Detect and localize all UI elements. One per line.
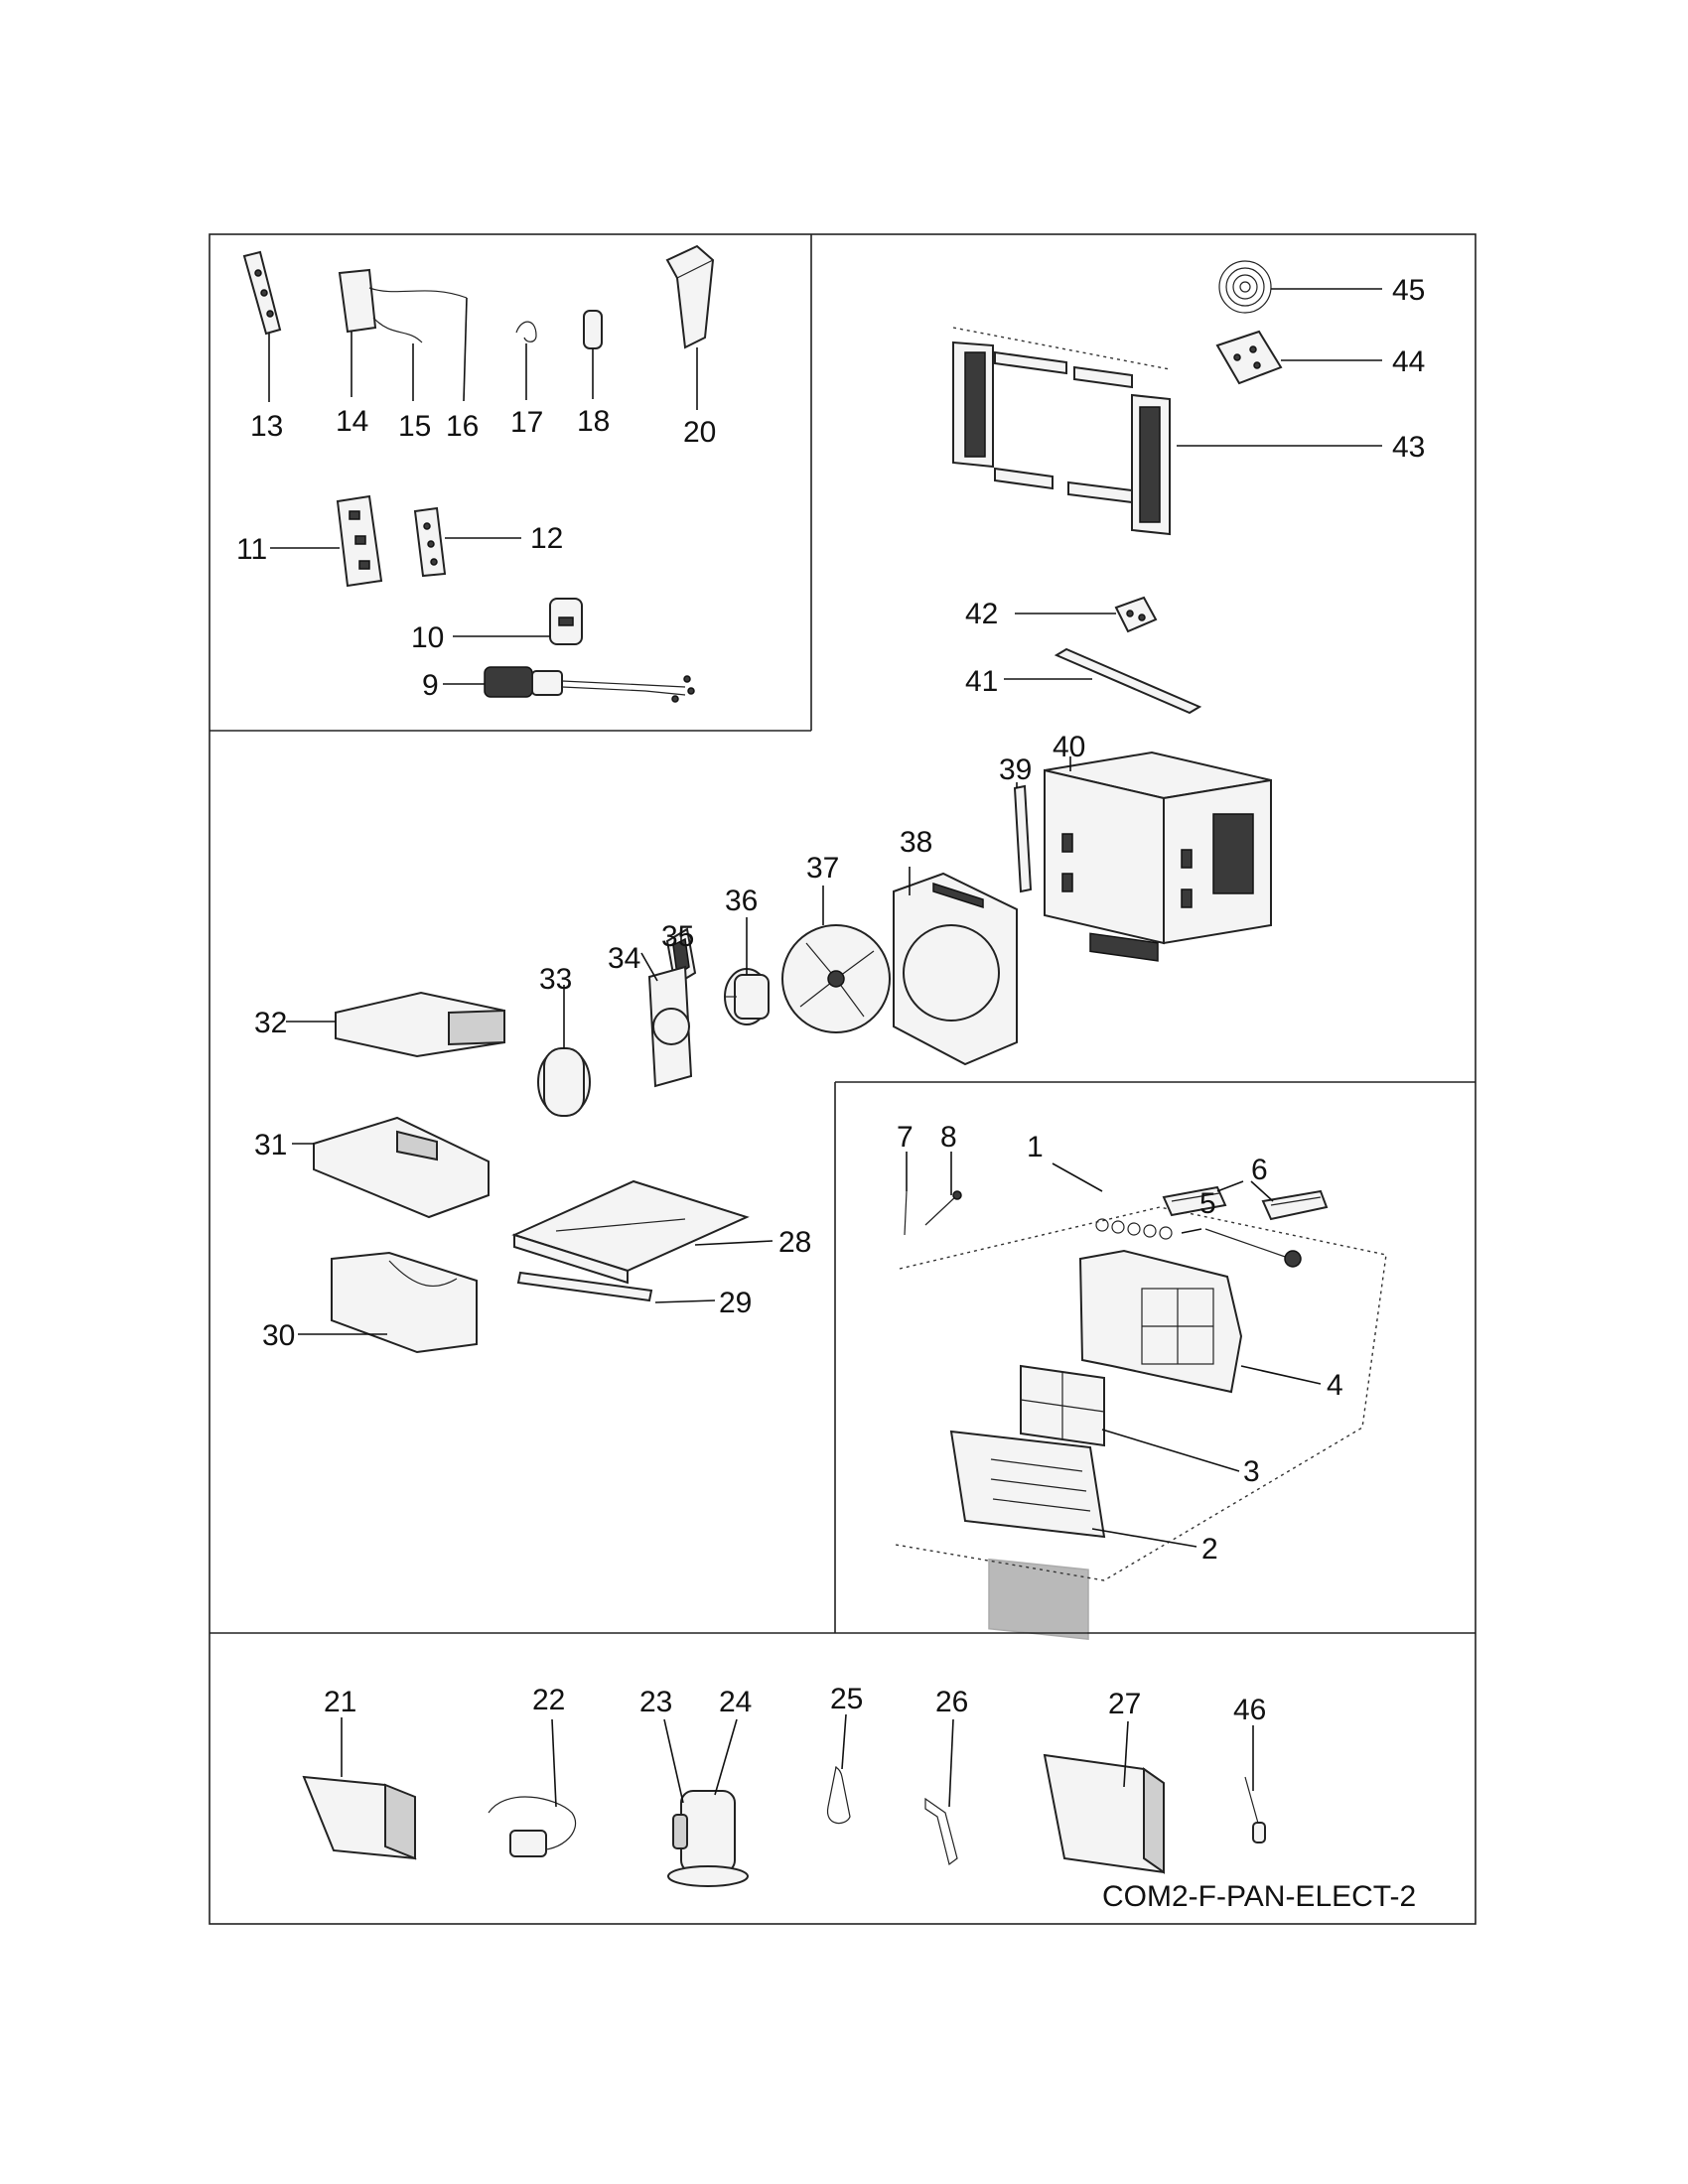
part-13-bracket <box>242 250 282 402</box>
part-21-evaporator-coil <box>302 1717 417 1860</box>
part-10-remote-receiver <box>453 598 583 645</box>
part-14-label-sheet <box>338 268 377 397</box>
callout-39: 39 <box>999 753 1032 786</box>
callout-9: 9 <box>422 669 439 702</box>
part-20-cover <box>665 244 715 410</box>
part-18-capacitor <box>583 310 603 399</box>
callout-24: 24 <box>719 1686 752 1718</box>
callout-6: 6 <box>1251 1154 1268 1186</box>
part-3-filter <box>1020 1364 1240 1472</box>
callout-22: 22 <box>532 1684 565 1716</box>
part-25-pipe <box>827 1713 851 1825</box>
callout-12: 12 <box>530 522 563 555</box>
part-29-rail <box>516 1271 716 1303</box>
part-43-window-kit <box>952 327 1382 536</box>
callout-labels: 13 14 15 16 17 18 20 11 12 10 9 45 44 43… <box>236 274 1425 1726</box>
callout-37: 37 <box>806 852 839 885</box>
callout-26: 26 <box>935 1686 968 1718</box>
callout-28: 28 <box>778 1226 811 1259</box>
callout-4: 4 <box>1327 1369 1343 1402</box>
callout-35: 35 <box>661 920 694 953</box>
callout-25: 25 <box>830 1683 863 1715</box>
callout-32: 32 <box>254 1007 287 1039</box>
callout-21: 21 <box>324 1686 356 1718</box>
part-30-base-tray <box>298 1251 478 1354</box>
callout-46: 46 <box>1233 1694 1266 1726</box>
part-36-fan-motor <box>724 917 770 1025</box>
callout-23: 23 <box>639 1686 672 1718</box>
callout-42: 42 <box>965 598 998 630</box>
part-40-cabinet <box>1044 751 1272 962</box>
part-44-screw-bag <box>1215 330 1382 385</box>
callout-33: 33 <box>539 963 572 996</box>
part-34-orifice-panel <box>640 952 693 1088</box>
part-42-hardware <box>1015 596 1158 633</box>
part-4-front-frame <box>1078 1249 1322 1394</box>
part-17-clip <box>515 321 537 400</box>
part-41-seal-strip <box>1004 647 1202 715</box>
callout-16: 16 <box>446 410 479 443</box>
callout-13: 13 <box>250 410 283 443</box>
callout-41: 41 <box>965 665 998 698</box>
callout-31: 31 <box>254 1129 287 1161</box>
part-45-coil <box>1218 260 1382 314</box>
part-38-shroud <box>893 867 1018 1066</box>
callout-8: 8 <box>940 1121 957 1154</box>
callout-14: 14 <box>336 405 368 438</box>
callout-2: 2 <box>1201 1533 1218 1566</box>
part-12-display-board <box>413 506 521 578</box>
part-5-vane-assembly <box>1095 1218 1302 1268</box>
part-33-blower-wheel <box>537 985 591 1117</box>
callout-7: 7 <box>897 1121 914 1154</box>
part-11-control-board <box>270 494 383 588</box>
callout-11: 11 <box>236 533 267 566</box>
diagram-frame <box>209 233 1477 1925</box>
part-37-condenser-fan <box>781 886 891 1033</box>
part-7-rod <box>904 1152 908 1236</box>
callout-17: 17 <box>510 406 543 439</box>
part-32-duct <box>286 991 505 1058</box>
diagram-code: COM2-F-PAN-ELECT-2 <box>1102 1880 1416 1913</box>
part-8-rod <box>924 1152 962 1226</box>
part-27-condenser-coil <box>1043 1720 1166 1874</box>
callout-5: 5 <box>1199 1187 1216 1220</box>
callout-34: 34 <box>608 942 640 975</box>
part-23-24-compressor <box>663 1718 749 1887</box>
part-39-gasket <box>1013 782 1033 893</box>
callout-36: 36 <box>725 885 758 917</box>
callout-45: 45 <box>1392 274 1425 307</box>
callout-10: 10 <box>411 621 444 654</box>
callout-1: 1 <box>1027 1131 1044 1163</box>
callout-44: 44 <box>1392 345 1425 378</box>
part-26-pipe <box>924 1718 958 1866</box>
callout-20: 20 <box>683 416 716 449</box>
part-28-base-pan <box>511 1179 774 1285</box>
callout-40: 40 <box>1053 731 1085 763</box>
callout-18: 18 <box>577 405 610 438</box>
callout-38: 38 <box>900 826 932 859</box>
callout-3: 3 <box>1243 1455 1260 1488</box>
part-31-evaporator-base <box>292 1116 490 1219</box>
callout-43: 43 <box>1392 431 1425 464</box>
part-1-front-assembly-outline <box>895 1162 1387 1581</box>
part-46-sensor <box>1244 1725 1266 1843</box>
callout-27: 27 <box>1108 1688 1141 1720</box>
callout-30: 30 <box>262 1319 295 1352</box>
part-9-power-cord <box>443 666 695 703</box>
part-15-16-wire <box>368 287 468 402</box>
callout-15: 15 <box>398 410 431 443</box>
part-2-front-grille <box>949 1430 1197 1641</box>
part-6-louvers <box>1162 1180 1329 1221</box>
part-22-tubing <box>488 1718 577 1857</box>
callout-29: 29 <box>719 1287 752 1319</box>
